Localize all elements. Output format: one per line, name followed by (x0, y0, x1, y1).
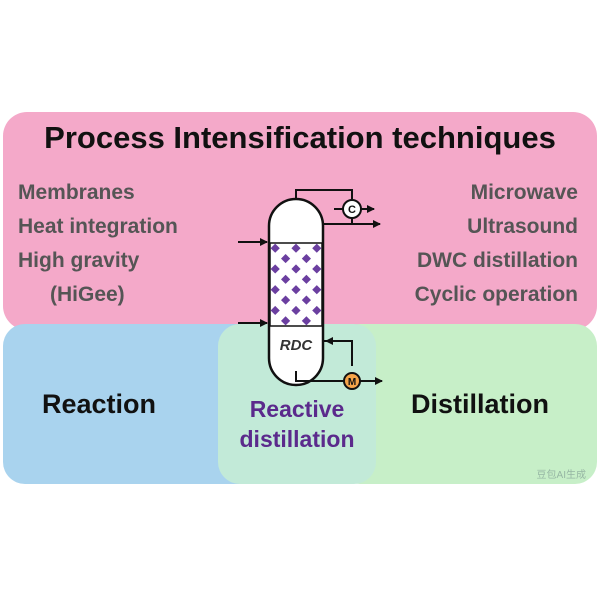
technique-heat-integration: Heat integration (18, 215, 178, 238)
diagram-title: Process Intensification techniques (44, 120, 556, 155)
technique-higee: (HiGee) (50, 283, 125, 306)
packing-diamond (291, 264, 301, 274)
packing-diamond (281, 274, 291, 284)
bottoms-line (295, 371, 344, 382)
packing-diamond (312, 305, 322, 316)
packing-diamond (291, 305, 301, 316)
distillation-region (338, 324, 597, 484)
packing-diamond (301, 253, 311, 264)
packing-diamond (270, 305, 280, 316)
column-label: RDC (280, 337, 314, 354)
reboiler-symbol: M (348, 377, 356, 388)
packing-diamond (270, 264, 280, 274)
technique-membranes: Membranes (18, 181, 135, 204)
packing-diamond (270, 243, 280, 253)
techniques-right-list: Microwave Ultrasound DWC distillation Cy… (415, 176, 578, 312)
reactive-label-line2: distillation (239, 426, 355, 452)
packing-diamond (312, 264, 322, 274)
reactive-label-line1: Reactive (249, 396, 345, 422)
technique-cyclic-operation: Cyclic operation (414, 283, 578, 306)
technique-high-gravity: High gravity (18, 249, 140, 272)
technique-dwc-distillation: DWC distillation (417, 249, 578, 272)
packing-diamond (291, 243, 301, 253)
packing-diamond (281, 253, 291, 264)
packing-diamond (301, 316, 311, 326)
reaction-label: Reaction (42, 389, 157, 419)
packing-diamond (312, 285, 322, 295)
packing-diamond (301, 295, 311, 305)
reboiler-return-line (323, 340, 353, 366)
distillation-label: Distillation (411, 389, 550, 419)
watermark: 豆包AI生成 (536, 470, 586, 481)
packing-diamond (281, 316, 291, 326)
techniques-left-list: Membranes Heat integration High gravity … (18, 176, 178, 312)
packing-diamond (270, 285, 280, 295)
reactive-distillation-label: Reactive distillation (218, 394, 376, 454)
condenser-symbol: C (348, 204, 356, 216)
technique-microwave: Microwave (470, 181, 578, 204)
packing-diamond (291, 285, 301, 295)
packing-diamond (301, 274, 311, 284)
overhead-vapor-line (295, 189, 353, 200)
packing-diamond (312, 243, 322, 253)
technique-ultrasound: Ultrasound (467, 215, 578, 238)
packing-diamond (281, 295, 291, 305)
packing-diamonds (270, 243, 322, 326)
